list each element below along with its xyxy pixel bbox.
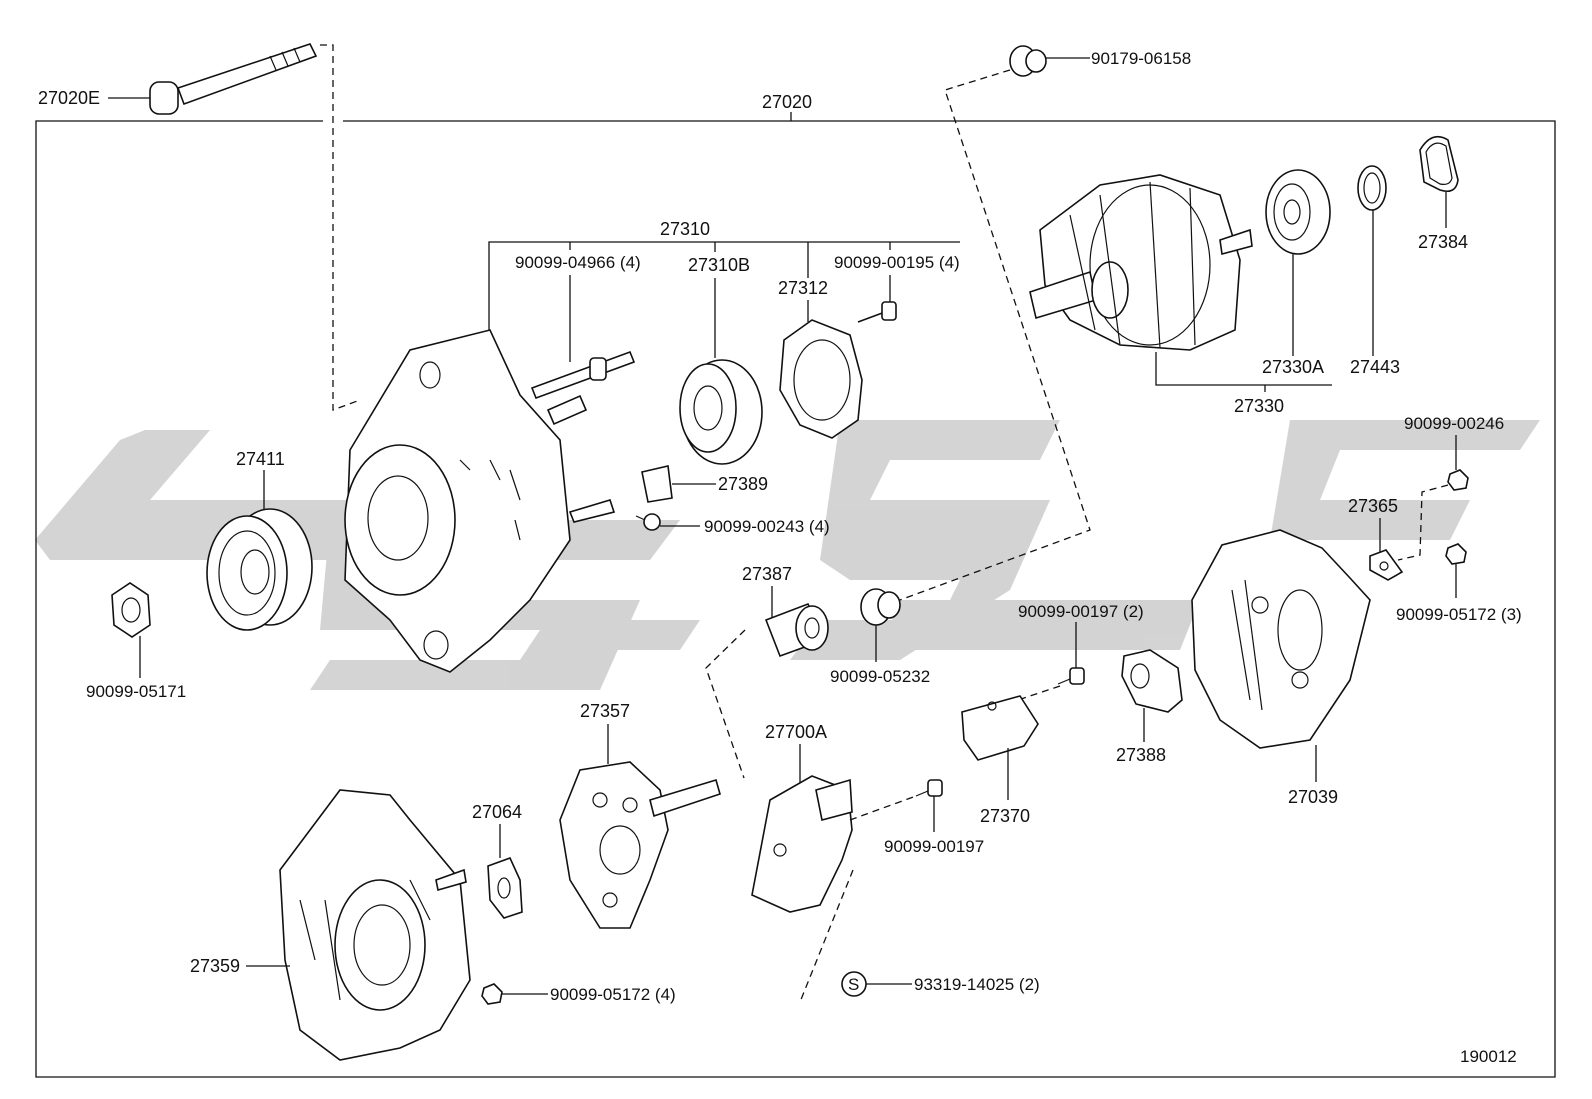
assembly-frame <box>35 112 1556 1078</box>
rectifier-end-frame-icon <box>1191 529 1371 749</box>
label-bearing-27310b: 27310B <box>688 255 750 275</box>
rotor-icon <box>1029 174 1253 351</box>
label-rectifier-end-frame-27039: 27039 <box>1288 787 1338 807</box>
label-ring-27443: 27443 <box>1350 357 1400 377</box>
label-screw-00246: 90099-00246 <box>1404 414 1504 433</box>
label-screw-00195: 90099-00195 (4) <box>834 253 960 272</box>
retainer-plate-icon <box>779 319 863 439</box>
label-nut-05171: 90099-05171 <box>86 682 186 701</box>
screw-icon <box>635 513 661 531</box>
bearing-icon <box>679 359 763 465</box>
label-regulator-27700a: 27700A <box>765 722 827 742</box>
cap-icon <box>764 602 829 658</box>
label-cap-06158: 90179-06158 <box>1091 49 1191 68</box>
label-plate-27064: 27064 <box>472 802 522 822</box>
screw-icon <box>1057 667 1085 685</box>
label-insulator-27389: 27389 <box>718 474 768 494</box>
label-nut-05172-3: 90099-05172 (3) <box>1396 605 1522 624</box>
label-rectifier-27357: 27357 <box>580 701 630 721</box>
screw-icon <box>1447 469 1469 491</box>
label-screw-00243: 90099-00243 (4) <box>704 517 830 536</box>
screw-icon <box>857 301 897 323</box>
label-rotor-assembly: 27330 <box>1234 396 1284 416</box>
plate-icon <box>487 856 523 919</box>
label-cap-05232: 90099-05232 <box>830 667 930 686</box>
end-frame-housing-icon <box>344 329 616 673</box>
label-screw-14025: 93319-14025 (2) <box>914 975 1040 994</box>
rectifier-icon <box>559 761 721 929</box>
brush-holder-icon <box>961 695 1039 761</box>
nut-icon <box>111 582 151 638</box>
label-holder-27388: 27388 <box>1116 745 1166 765</box>
cap-icon <box>860 588 901 626</box>
label-bolt-through: 27020E <box>38 88 100 108</box>
nut-icon <box>1445 543 1467 565</box>
nut-icon <box>481 983 503 1005</box>
label-retainer-27312: 27312 <box>778 278 828 298</box>
s-marker-label: S <box>848 975 859 994</box>
label-screw-00197: 90099-00197 <box>884 837 984 856</box>
label-terminal-27365: 27365 <box>1348 496 1398 516</box>
bolt-icon <box>149 43 318 115</box>
label-bolt-04966: 90099-04966 (4) <box>515 253 641 272</box>
label-screw-00197-2: 90099-00197 (2) <box>1018 602 1144 621</box>
assembly-label: 27020 <box>762 92 812 112</box>
screw-icon <box>915 779 943 797</box>
stud-bolt-icon <box>530 350 636 400</box>
drive-end-frame-icon <box>279 789 471 1061</box>
retaining-ring-icon <box>1357 165 1387 211</box>
pulley-icon <box>206 508 313 631</box>
regulator-icon <box>751 775 853 913</box>
diagram-id: 190012 <box>1460 1047 1517 1066</box>
insulator-icon <box>641 465 673 503</box>
cover-icon <box>1419 135 1459 193</box>
label-drive-end-frame-27359: 27359 <box>190 956 240 976</box>
holder-icon <box>1121 649 1183 713</box>
cap-icon <box>1009 45 1047 77</box>
s-marker-icon: S <box>841 971 867 997</box>
label-pulley-27411: 27411 <box>236 449 285 469</box>
label-brush-holder-27370: 27370 <box>980 806 1030 826</box>
terminal-plate-icon <box>1369 549 1404 581</box>
label-end-frame-assembly: 27310 <box>660 219 710 239</box>
label-cap-27387: 27387 <box>742 564 792 584</box>
label-cover-27384: 27384 <box>1418 232 1468 252</box>
end-frame-bracket <box>488 241 960 340</box>
bearing-icon <box>1265 169 1331 255</box>
label-nut-05172-4: 90099-05172 (4) <box>550 985 676 1004</box>
label-bearing-27330a: 27330A <box>1262 357 1324 377</box>
